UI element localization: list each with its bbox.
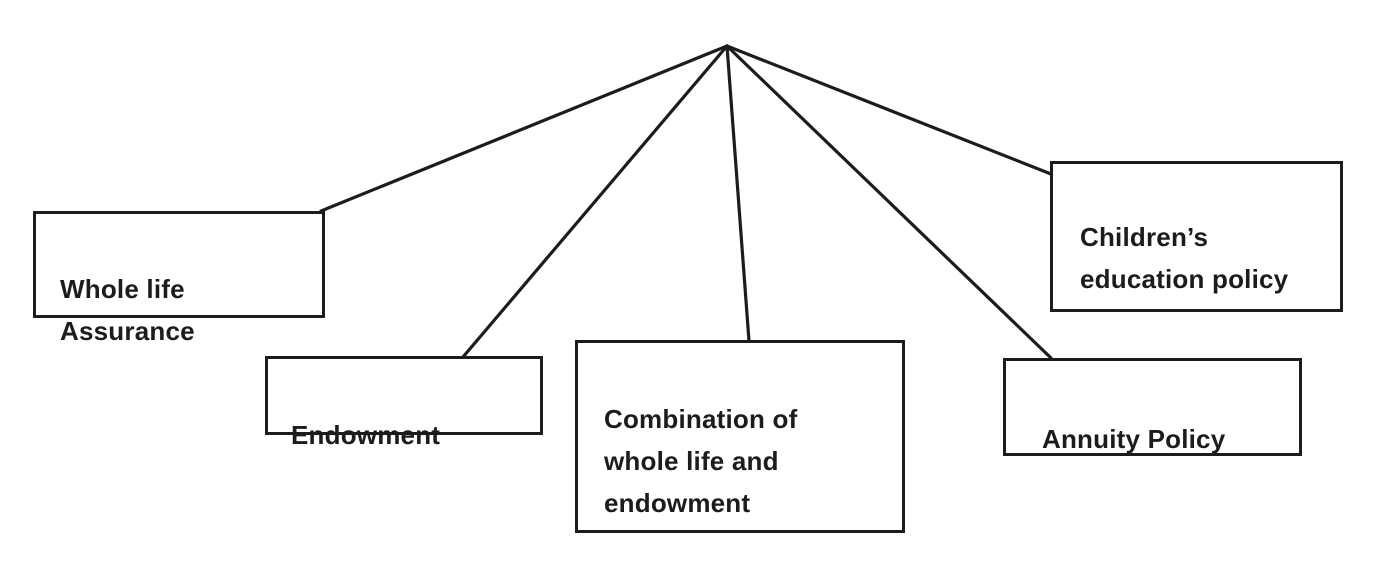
node-label-combination-whole-life-endowment: Combination of whole life and endowment — [604, 404, 798, 518]
node-label-whole-life-assurance: Whole life Assurance — [60, 274, 195, 346]
node-endowment: Endowment — [265, 356, 543, 450]
connector-line-whole-life — [319, 44, 729, 213]
node-label-endowment: Endowment — [291, 420, 441, 450]
connector-line-annuity — [725, 44, 1053, 360]
connector-line-combination — [725, 44, 751, 343]
node-combination-whole-life-endowment: Combination of whole life and endowment — [575, 340, 905, 533]
node-label-childrens-education-policy: Children’s education policy — [1080, 222, 1289, 294]
node-whole-life-assurance: Whole life Assurance — [33, 211, 325, 346]
node-label-annuity-policy: Annuity Policy — [1042, 424, 1226, 454]
node-annuity-policy: Annuity Policy — [1003, 358, 1302, 456]
node-childrens-education-policy: Children’s education policy — [1050, 161, 1343, 312]
connector-line-endowment — [461, 44, 729, 359]
connector-line-children — [725, 44, 1053, 176]
